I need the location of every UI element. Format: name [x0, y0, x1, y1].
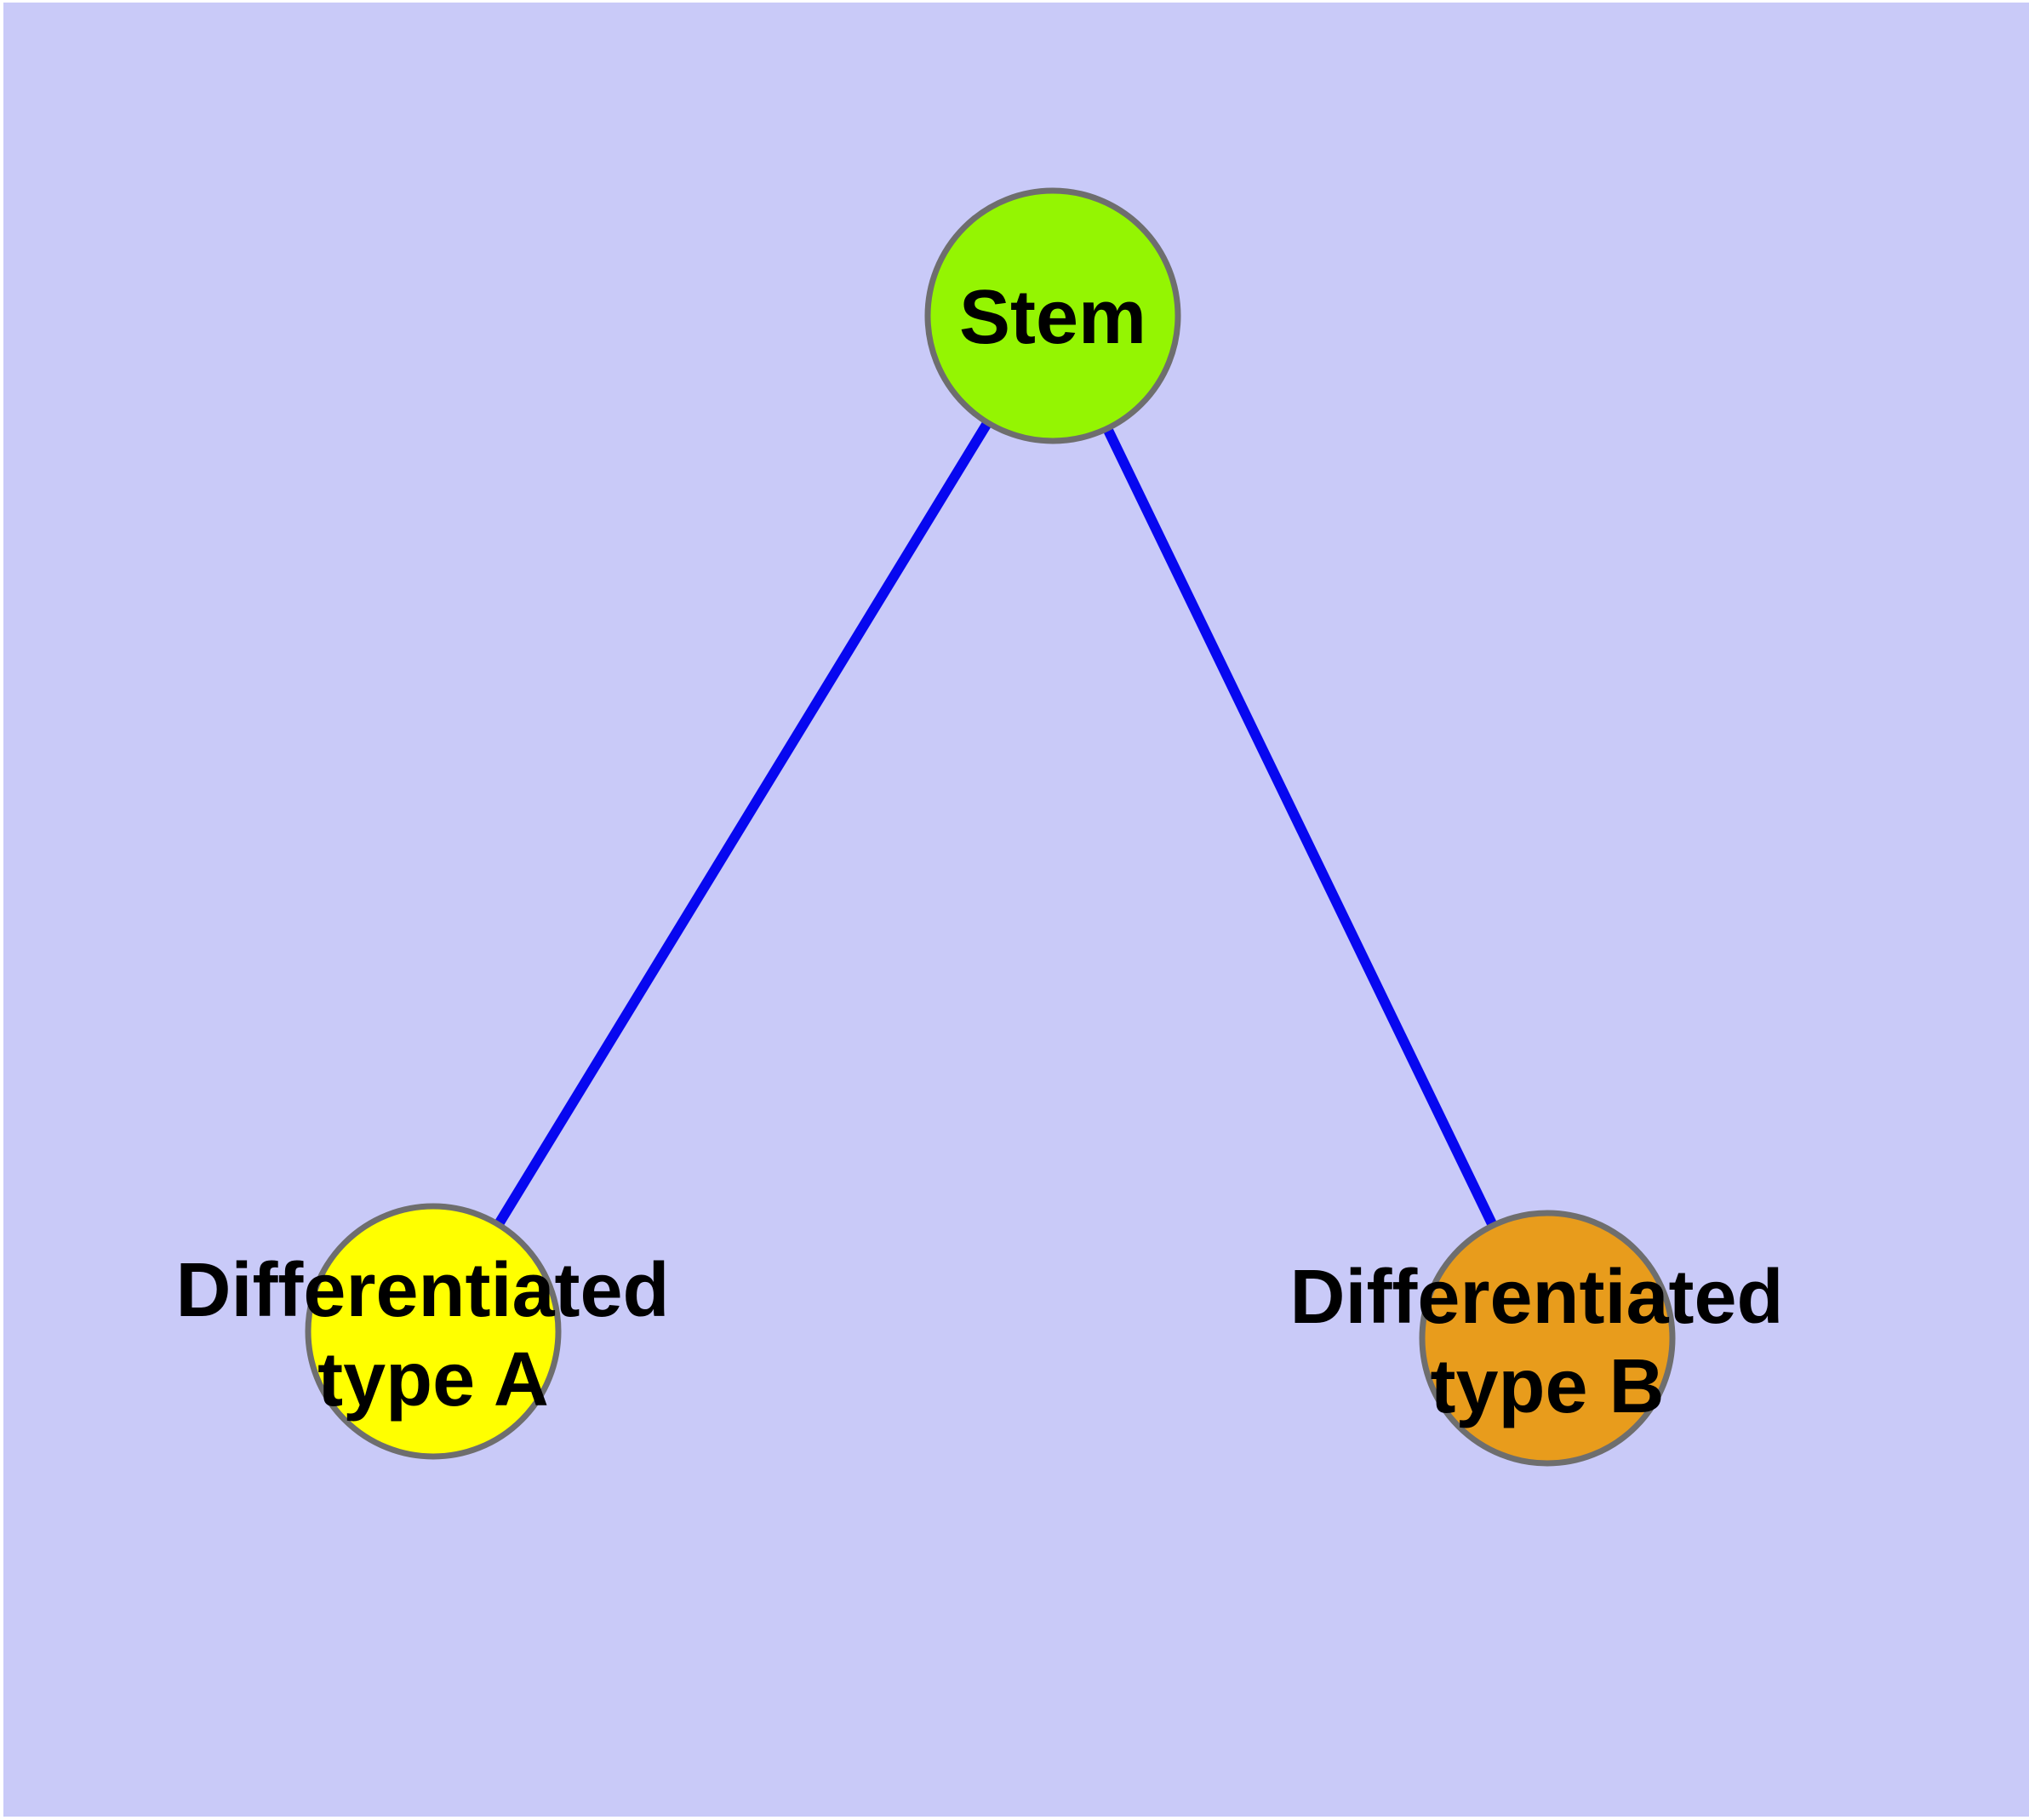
- node-type-a-label: Differentiated type A: [175, 1248, 690, 1422]
- node-type-b-circle: [1419, 1210, 1676, 1467]
- node-type-b-label-line1: Differentiated: [1289, 1255, 1783, 1340]
- node-type-a-label-line1: Differentiated: [175, 1248, 669, 1333]
- node-stem-circle: [924, 187, 1181, 444]
- node-type-a-circle: [305, 1203, 562, 1460]
- node-type-a-label-line2: type A: [317, 1337, 549, 1422]
- node-type-b-label-line2: type B: [1430, 1344, 1664, 1429]
- node-type-b-label: Differentiated type B: [1289, 1255, 1804, 1429]
- edge-stem-to-type-b: [1048, 313, 1552, 1341]
- edge-stem-to-type-a: [428, 312, 1058, 1335]
- node-stem-label: Stem: [959, 275, 1146, 360]
